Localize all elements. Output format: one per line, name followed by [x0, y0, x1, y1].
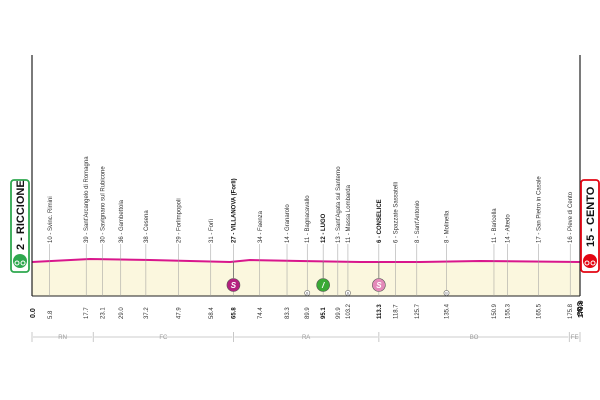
waypoint-name: 27 - VILLANOVA (Forlì) — [231, 178, 237, 243]
marker-letter: S — [376, 281, 382, 290]
finish-label-text: 15 - CENTO — [585, 186, 597, 247]
waypoint-name: 11 - Baricella — [492, 208, 498, 243]
waypoint-name: 17 - San Pietro in Casale — [537, 176, 543, 243]
waypoint-name: 8 - Molinella — [445, 210, 451, 243]
waypoint-km: 95.1 — [321, 307, 327, 319]
waypoint-km: 65.8 — [231, 307, 237, 319]
waypoint-name: 39 - Sant'Arcangelo di Romagna — [84, 156, 90, 243]
elevation-area — [32, 259, 580, 296]
waypoint-km: 155.3 — [505, 303, 511, 319]
province-label: FC — [159, 335, 168, 341]
start-label: 2 - RICCIONE — [10, 179, 30, 273]
waypoint-name: 11 - Bagnacavallo — [305, 195, 311, 243]
finish-icon — [583, 254, 597, 268]
waypoint-name: 38 - Cesena — [144, 210, 150, 243]
province-label: RA — [302, 335, 310, 341]
waypoint-km: 150.9 — [492, 303, 498, 319]
waypoint-name: 16 - Pieve di Cento — [568, 191, 574, 243]
waypoint-km: 118.7 — [393, 304, 399, 319]
waypoint-name: 6 - CONSELICE — [377, 199, 383, 243]
waypoint-km: 99.9 — [336, 307, 342, 319]
waypoint-km: 23.1 — [101, 307, 107, 319]
small-marker-icon: B — [345, 290, 351, 296]
province-label: RN — [58, 335, 67, 341]
waypoint-km: 29.0 — [119, 307, 125, 319]
waypoint-name: 36 - Gambettola — [119, 199, 125, 243]
province-label: BO — [470, 335, 479, 341]
climb-marker-icon: S — [372, 262, 386, 292]
waypoint-km: 135.4 — [445, 303, 451, 319]
marker-letter: S — [231, 281, 237, 290]
waypoint-km: 5.8 — [48, 310, 54, 319]
waypoint-km: 165.5 — [537, 303, 543, 319]
waypoint-km: 17.7 — [84, 307, 90, 319]
intermediate-marker-icon: S — [226, 262, 241, 292]
start-km: 0.0 — [30, 308, 37, 318]
marker-letter: / — [321, 281, 325, 290]
waypoint-name: 13 - Sant'Agata sul Santerno — [336, 166, 342, 243]
green_sprint-marker-icon: / — [316, 262, 330, 292]
province-label: FE — [571, 335, 579, 341]
brand-logo: SDS — [577, 301, 584, 316]
waypoint-name: 30 - Savignano sul Rubicone — [101, 166, 107, 243]
small-marker-label: B — [347, 292, 350, 296]
waypoint-km: 37.2 — [144, 307, 150, 319]
waypoint-km: 89.9 — [305, 307, 311, 319]
waypoint-name: 31 - Forlì — [209, 219, 215, 243]
small-marker-label: B — [445, 292, 448, 296]
small-marker-icon: B — [443, 290, 450, 296]
waypoint-name: 10 - Svinc. Rimini — [48, 196, 54, 243]
small-marker-icon: B — [304, 290, 311, 296]
waypoint-name: 14 - Granarolo — [285, 204, 291, 243]
small-marker-label: B — [306, 292, 309, 296]
waypoint-km: 113.3 — [377, 304, 383, 319]
waypoint-km: 74.4 — [258, 307, 264, 319]
finish-label: 15 - CENTO — [580, 179, 600, 273]
waypoint-name: 6 - Spazzate Sassatelli — [393, 182, 399, 243]
waypoint-km: 175.8 — [568, 303, 574, 319]
waypoint-name: 8 - Sant'Antonio — [415, 200, 421, 243]
waypoint-km: 103.2 — [346, 303, 352, 319]
waypoint-name: 11 - Massa Lombarda — [346, 184, 352, 243]
route-line — [31, 257, 581, 264]
finish-km: 179.0 — [578, 300, 585, 318]
start-label-text: 2 - RICCIONE — [15, 180, 27, 250]
waypoint-name: 34 - Faenza — [258, 210, 264, 243]
waypoint-name: 12 - LUGO — [321, 213, 327, 243]
waypoint-km: 125.7 — [415, 303, 421, 319]
waypoint-km: 83.3 — [285, 307, 291, 319]
waypoint-km: 58.4 — [209, 307, 215, 319]
start-icon — [13, 254, 27, 268]
waypoint-name: 14 - Altedo — [505, 214, 511, 243]
waypoint-km: 47.9 — [177, 307, 183, 319]
waypoint-name: 29 - Forlimpopoli — [177, 198, 183, 243]
